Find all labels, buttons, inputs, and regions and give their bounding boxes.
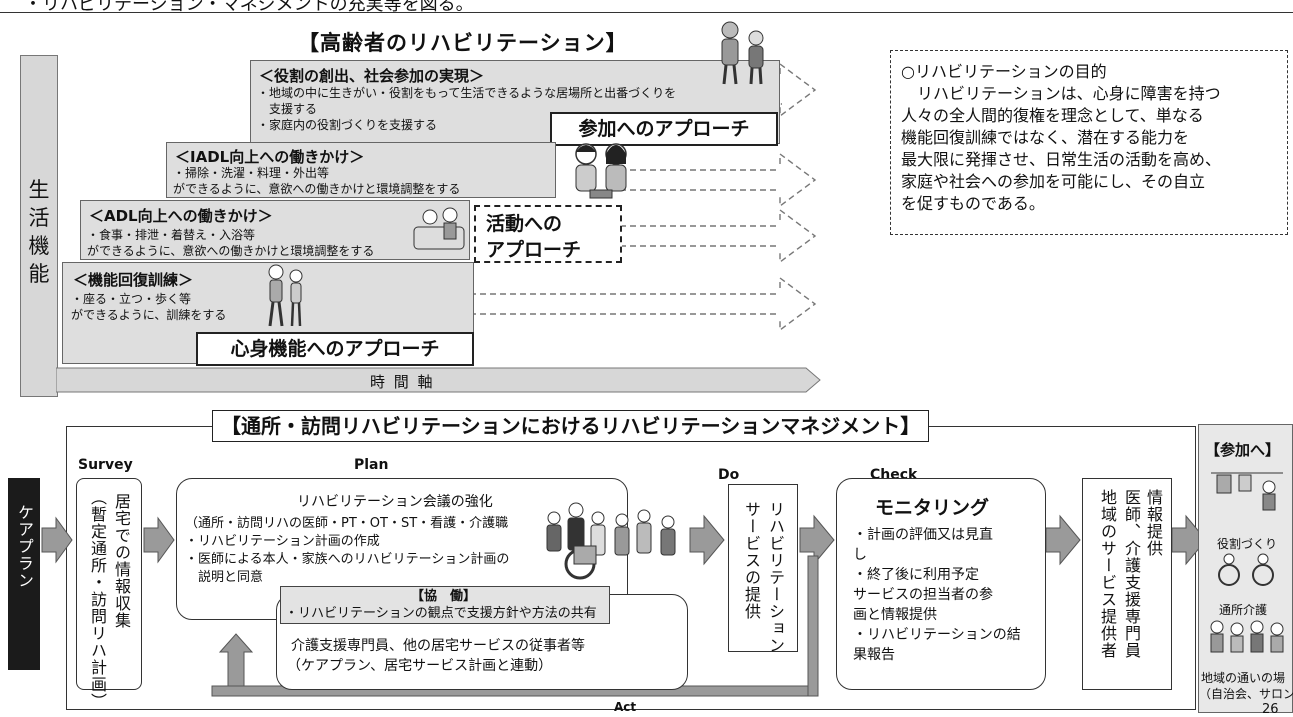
phase-survey: Survey xyxy=(78,457,133,473)
axis-char: 機 xyxy=(28,234,50,258)
check-line: 果報告 xyxy=(853,647,895,663)
phase-plan: Plan xyxy=(354,457,389,473)
purpose-line: 人々の全人間的復権を理念として、単なる xyxy=(901,106,1204,125)
body-function-approach-label: 心身機能へのアプローチ xyxy=(196,332,474,366)
step-function-training: ＜機能回復訓練＞ ・座る・立つ・歩く等 ができるように、訓練をする xyxy=(62,262,474,364)
axis-char: 活 xyxy=(28,206,50,230)
role-creation-label: 役割づくり xyxy=(1217,537,1278,551)
do-line: サービスの提供 xyxy=(742,501,761,620)
info-line: 地域のサービス提供者 xyxy=(1098,489,1117,659)
survey-box: 居宅での情報収集 （暫定通所・訪問リハ計画） xyxy=(76,478,142,710)
activity-approach-line: アプローチ xyxy=(486,239,582,261)
axis-char: 生 xyxy=(28,178,50,202)
management-title: 【通所・訪問リハビリテーションにおけるリハビリテーションマネジメント】 xyxy=(212,410,930,442)
check-box: モニタリング ・計画の評価又は見直 し ・終了後に利用予定 サービスの担当者の参… xyxy=(836,478,1046,690)
axis-char: 能 xyxy=(28,262,50,286)
step-line: ・掃除・洗濯・料理・外出等 xyxy=(173,166,330,180)
phase-do: Do xyxy=(718,467,740,483)
do-line: リハビリテーション xyxy=(766,501,785,654)
laundry-role-icon xyxy=(1211,472,1283,511)
check-line: ・計画の評価又は見直 xyxy=(853,527,993,543)
step-line: ・地域の中に生きがい・役割をもって生活できるような居場所と出番づくりを xyxy=(257,86,677,100)
elderly-rehab-title: 【高齢者のリハビリテーション】 xyxy=(298,31,628,55)
step-line: 支援する xyxy=(257,102,318,116)
page-number: 26 xyxy=(1262,702,1279,717)
day-care-label: 通所介護 xyxy=(1219,603,1268,617)
collaboration-text: ・リハビリテーションの観点で支援方針や方法の共有 xyxy=(285,606,597,621)
step-line: ・家庭内の役割づくりを支援する xyxy=(257,118,438,132)
check-line: し xyxy=(853,547,867,563)
step-heading: ＜機能回復訓練＞ xyxy=(73,271,194,289)
step-heading: ＜ADL向上への働きかけ＞ xyxy=(89,207,273,225)
step-line: ・食事・排泄・着替え・入浴等 xyxy=(87,228,256,242)
participation-title: 【参加へ】 xyxy=(1205,441,1281,459)
step-line: ができるように、意欲への働きかけと環境調整をする xyxy=(173,182,461,196)
meeting-people-icon xyxy=(546,502,676,580)
phase-act: Act xyxy=(614,700,637,714)
time-axis-label: 時 間 軸 xyxy=(370,373,435,391)
info-provision-box: 情報提供 医師、介護支援専門員 地域のサービス提供者 xyxy=(1082,478,1172,690)
purpose-line: 家庭や社会への参加を可能にし、その自立 xyxy=(901,172,1206,191)
partners-line: （ケアプラン、居宅サービス計画と連動） xyxy=(287,658,553,674)
community-place-label: 地域の通いの場 xyxy=(1201,671,1286,685)
collaboration-title: 【協 働】 xyxy=(411,589,477,604)
helping-elder-icon xyxy=(721,21,764,85)
step-line: ・座る・立つ・歩く等 xyxy=(71,292,192,306)
purpose-heading: ○リハビリテーションの目的 xyxy=(901,62,1107,81)
purpose-line: を促すものである。 xyxy=(901,194,1045,213)
step-adl: ＜ADL向上への働きかけ＞ ・食事・排泄・着替え・入浴等 ができるように、意欲へ… xyxy=(80,200,470,260)
step-line: ができるように、意欲への働きかけと環境調整をする xyxy=(87,244,375,258)
step-iadl: ＜IADL向上への働きかけ＞ ・掃除・洗濯・料理・外出等 ができるように、意欲へ… xyxy=(166,142,556,198)
purpose-line: リハビリテーションは、心身に障害を持つ xyxy=(901,84,1221,103)
check-line: サービスの担当者の参 xyxy=(853,587,993,603)
progress-dashed-arrows xyxy=(470,62,817,332)
care-plan-tab: ケアプラン xyxy=(8,478,40,670)
participation-approach-label: 参加へのアプローチ xyxy=(550,112,778,146)
check-line: ・リハビリテーションの結 xyxy=(853,627,1021,643)
participation-panel: 【参加へ】 役割づくり 通所介護 地域の通いの場 （自治会、サロン） xyxy=(1198,424,1293,713)
do-box: リハビリテーション サービスの提供 xyxy=(728,484,798,654)
header-fragment: ・リハビリテーション・マネジメントの充実等を図る。 xyxy=(24,0,474,15)
survey-line: 居宅での情報収集 xyxy=(112,493,131,629)
community-place-sub-label: （自治会、サロン） xyxy=(1199,687,1293,701)
plan-line: （通所・訪問リハの医師・PT・OT・ST・看護・介護職 xyxy=(185,516,509,531)
wheelchair-people-icon xyxy=(1218,553,1274,586)
time-axis-arrow xyxy=(56,367,821,393)
care-plan-label: ケアプラン xyxy=(15,504,34,589)
monitoring-heading: モニタリング xyxy=(875,497,990,519)
plan-heading: リハビリテーション会議の強化 xyxy=(297,494,493,510)
walking-training-icon xyxy=(268,264,303,327)
cooking-people-icon xyxy=(575,143,627,199)
activity-approach-line: 活動への xyxy=(486,213,563,235)
info-line: 医師、介護支援専門員 xyxy=(1122,489,1141,659)
community-group-icon xyxy=(1210,620,1284,653)
partners-line: 介護支援専門員、他の居宅サービスの従事者等 xyxy=(291,638,585,654)
plan-line: ・医師による本人・家族へのリハビリテーション計画の xyxy=(185,552,510,567)
plan-line: 説明と同意 xyxy=(185,570,264,585)
check-line: ・終了後に利用予定 xyxy=(853,567,979,583)
check-line: 画と情報提供 xyxy=(853,607,937,623)
survey-line: （暫定通所・訪問リハ計画） xyxy=(88,489,107,710)
info-line: 情報提供 xyxy=(1144,489,1163,557)
step-heading: ＜役割の創出、社会参加の実現＞ xyxy=(259,67,485,85)
collaboration-box: 【協 働】 ・リハビリテーションの観点で支援方針や方法の共有 xyxy=(280,586,610,624)
step-heading: ＜IADL向上への働きかけ＞ xyxy=(175,148,365,166)
purpose-line: 機能回復訓練ではなく、潜在する能力を xyxy=(901,128,1190,147)
step-role-creation: ＜役割の創出、社会参加の実現＞ ・地域の中に生きがい・役割をもって生活できるよう… xyxy=(250,60,780,144)
life-function-axis: 生 活 機 能 xyxy=(20,55,58,397)
top-rule: ・リハビリテーション・マネジメントの充実等を図る。 xyxy=(0,0,1293,15)
plan-line: ・リハビリテーション計画の作成 xyxy=(185,534,380,549)
bathing-assist-icon xyxy=(413,207,465,250)
purpose-line: 最大限に発揮させ、日常生活の活動を高め、 xyxy=(901,150,1222,169)
rehab-purpose-box: ○リハビリテーションの目的 リハビリテーションは、心身に障害を持つ 人々の全人間… xyxy=(890,50,1288,235)
step-line: ができるように、訓練をする xyxy=(71,308,227,322)
activity-approach-label: 活動への アプローチ xyxy=(474,205,622,263)
